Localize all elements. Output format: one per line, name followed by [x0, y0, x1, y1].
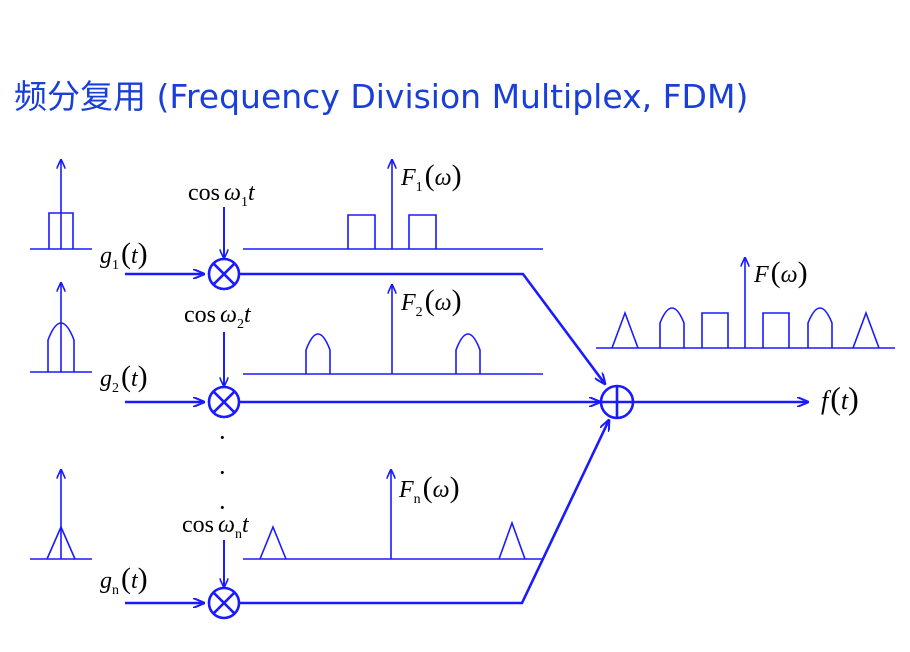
baseband-spectrum-2 — [30, 283, 92, 373]
modulated-spectrum-1 — [243, 160, 543, 250]
slide-title: 频分复用 (Frequency Division Multiplex, FDM) — [14, 77, 749, 116]
baseband-spectrum-1 — [30, 160, 92, 250]
spectrum-label-2: F2(ω) — [400, 284, 462, 320]
combined-spectrum-label: F(ω) — [753, 256, 808, 289]
input-signal-label-1: g1(t) — [100, 237, 148, 273]
channel-ellipsis: · · · — [218, 423, 227, 522]
multiplier-1 — [207, 257, 241, 291]
output-path-n — [239, 420, 609, 605]
combined-spectrum — [596, 258, 895, 349]
spectrum-label-n: Fn(ω) — [398, 471, 460, 507]
multiplier-n — [207, 586, 241, 620]
input-signal-label-n: gn(t) — [100, 562, 148, 598]
adder — [599, 384, 635, 420]
input-signal-label-2: g2(t) — [100, 360, 148, 396]
baseband-spectrum-n — [30, 470, 92, 560]
ellipsis-dot-3: · — [218, 493, 227, 522]
output-signal-label: f(t) — [821, 380, 859, 416]
output-path-1 — [239, 272, 605, 384]
ellipsis-dot-2: · — [218, 458, 227, 487]
modulated-spectrum-n — [243, 470, 543, 560]
spectrum-label-1: F1(ω) — [400, 159, 462, 195]
multiplier-2 — [207, 385, 241, 419]
modulated-spectrum-2 — [243, 285, 543, 375]
ellipsis-dot-1: · — [218, 423, 227, 452]
